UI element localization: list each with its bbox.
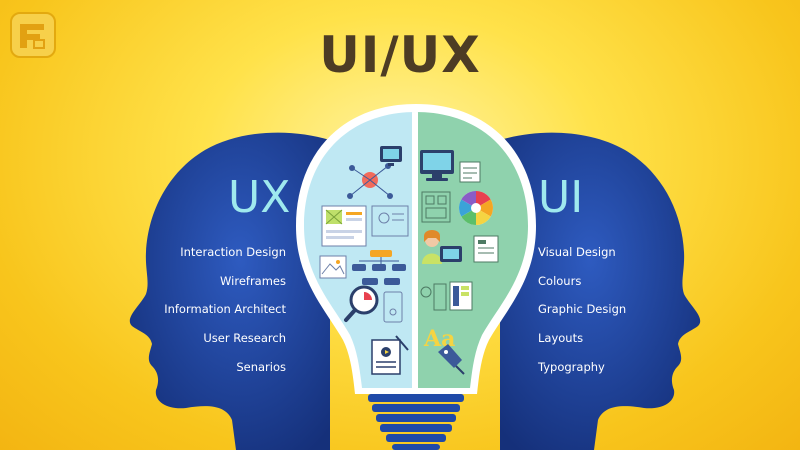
ui-topic: Colours [538, 273, 582, 288]
prototype-icon [420, 281, 473, 311]
ux-topic: Information Architect [164, 302, 286, 317]
pen-tool-icon [438, 344, 465, 375]
magnifier-icon [344, 285, 379, 322]
flowchart-icon [352, 250, 406, 285]
ux-topic-list: Interaction Design Wireframes Informatio… [150, 244, 286, 387]
ui-topic: Typography [538, 359, 605, 374]
ux-topic: Wireframes [220, 273, 286, 288]
monitor-icon [420, 150, 454, 181]
text-block-icon [459, 161, 481, 183]
image-placeholder-icon [319, 255, 347, 279]
ux-heading: UX [228, 172, 291, 223]
ux-topic: Senarios [236, 359, 286, 374]
ui-topic: Layouts [538, 331, 584, 346]
document-icon [371, 335, 409, 375]
wireframe-icon [321, 205, 367, 247]
right-head-silhouette [500, 132, 701, 450]
card-ui-icon [473, 235, 499, 263]
ui-topic-list: Visual Design Colours Graphic Design Lay… [538, 244, 626, 387]
ux-topic: User Research [203, 331, 286, 346]
ui-topic: Graphic Design [538, 302, 627, 317]
phone-wireframe-icon [383, 291, 403, 323]
color-wheel-icon [459, 191, 493, 225]
layout-grid-icon [421, 191, 451, 223]
page-title: UI/UX [319, 26, 481, 84]
mockup-sketch-icon [371, 205, 409, 237]
ux-topic: Interaction Design [180, 245, 286, 259]
ui-heading: UI [538, 172, 584, 223]
designer-icon [422, 230, 462, 264]
logo-icon [10, 12, 56, 58]
monitor-small-icon [380, 146, 402, 166]
ui-topic: Visual Design [538, 245, 616, 259]
left-head-silhouette [129, 132, 330, 450]
